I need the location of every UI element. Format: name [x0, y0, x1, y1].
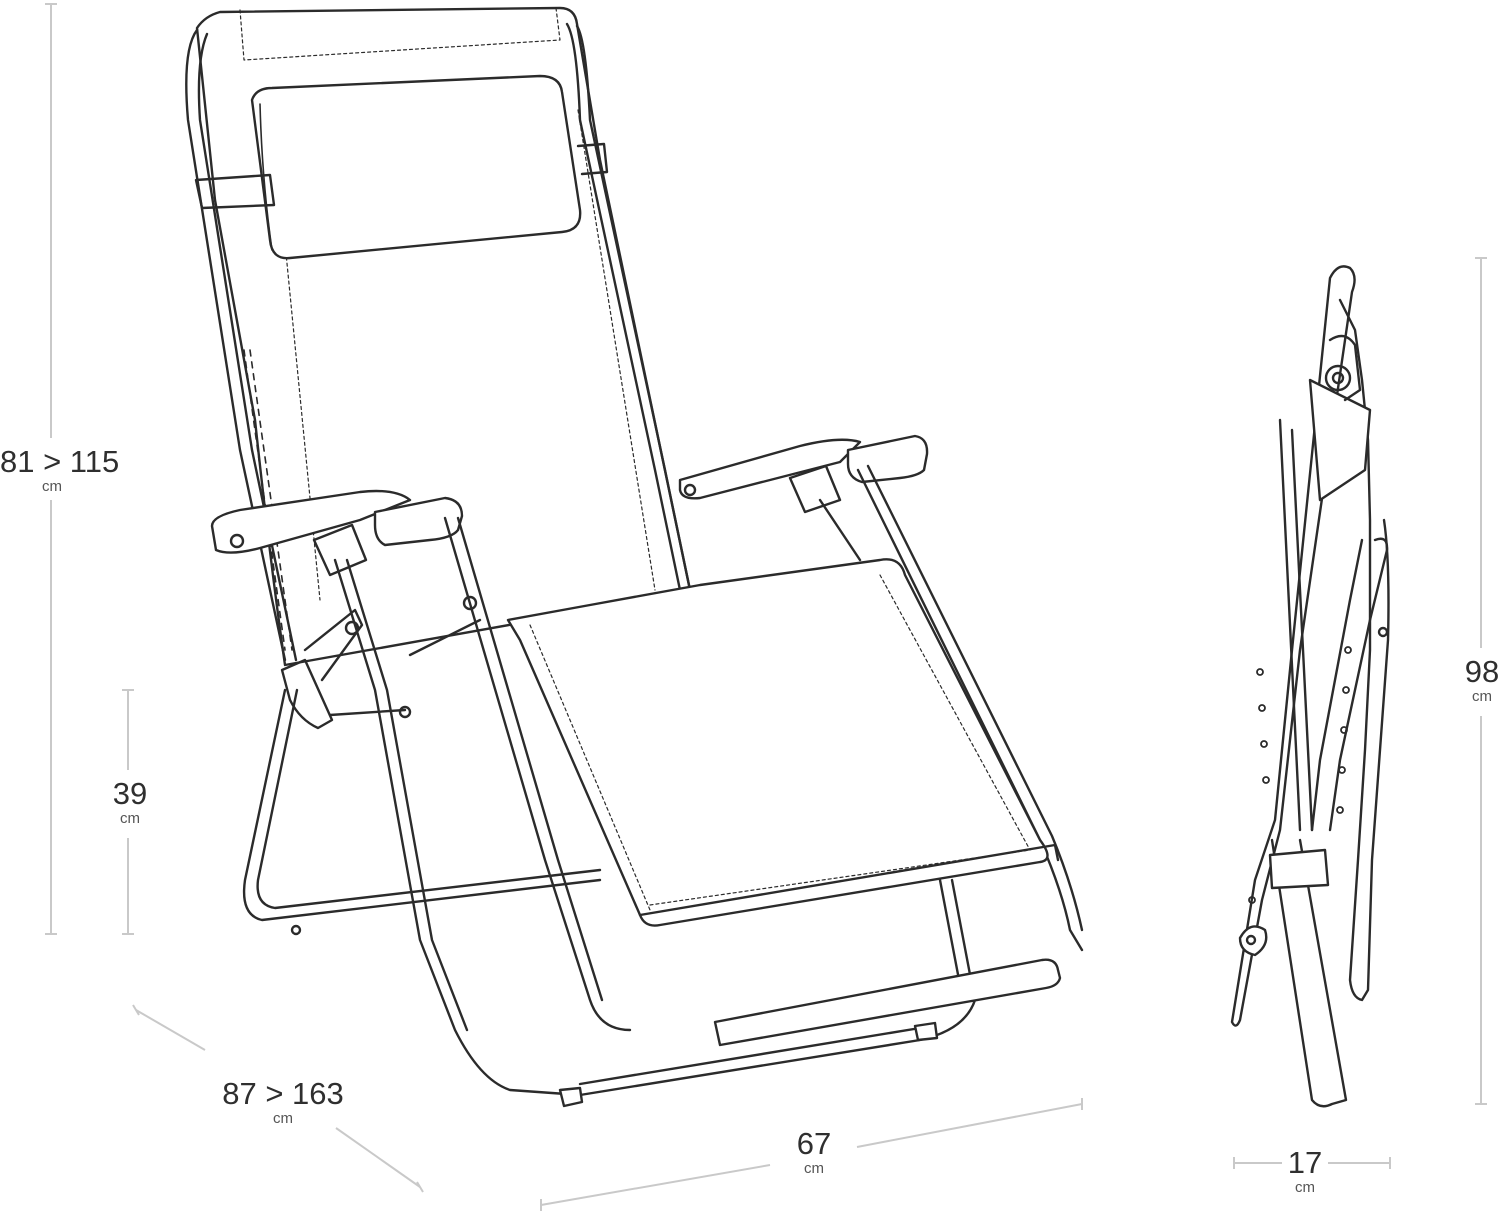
open-chair-drawing: [185, 6, 1084, 1108]
seat-legrest: [506, 558, 1060, 927]
seat-height-dimension-line: [122, 689, 134, 935]
footrest-bar: [558, 958, 1062, 1108]
width-dimension-label: 67 cm: [775, 1128, 853, 1178]
seat-height-dimension-label: 39 cm: [95, 778, 165, 828]
seat-height-unit: cm: [120, 810, 140, 827]
folded-height-dimension-label: 98 cm: [1448, 656, 1500, 706]
width-value: 67: [796, 1126, 832, 1161]
backrest-frame: [185, 22, 692, 662]
left-armrest: [210, 489, 464, 577]
folded-frame: [1230, 265, 1390, 1108]
folded-height-unit: cm: [1472, 688, 1492, 705]
folded-height-dimension-line: [1475, 257, 1487, 1105]
folded-height-value: 98: [1464, 654, 1500, 689]
folded-depth-dimension-line: [1233, 1157, 1391, 1169]
depth-value: 87 > 163: [222, 1076, 344, 1111]
right-armrest: [678, 434, 929, 514]
height-unit: cm: [42, 478, 62, 495]
folded-depth-value: 17: [1287, 1145, 1323, 1180]
depth-dimension-label: 87 > 163 cm: [212, 1078, 354, 1128]
lock-brackets: [280, 595, 482, 936]
height-dimension-line: [45, 3, 57, 935]
depth-unit: cm: [273, 1110, 293, 1127]
headrest-pillow: [194, 74, 609, 260]
width-dimension-line: [540, 1098, 1083, 1211]
folded-depth-unit: cm: [1295, 1179, 1315, 1196]
folded-frame-rivets: [1248, 646, 1352, 904]
folded-depth-dimension-label: 17 cm: [1275, 1147, 1335, 1197]
front-legs: [333, 464, 1084, 1097]
width-unit: cm: [804, 1160, 824, 1177]
depth-dimension-line: [132, 1004, 424, 1193]
height-value: 81 > 115: [0, 444, 120, 479]
height-dimension-label: 81 > 115 cm: [0, 444, 120, 496]
folded-chair-drawing: [1230, 265, 1390, 1108]
seat-height-value: 39: [112, 776, 148, 811]
dimension-lines: [45, 3, 1487, 1211]
